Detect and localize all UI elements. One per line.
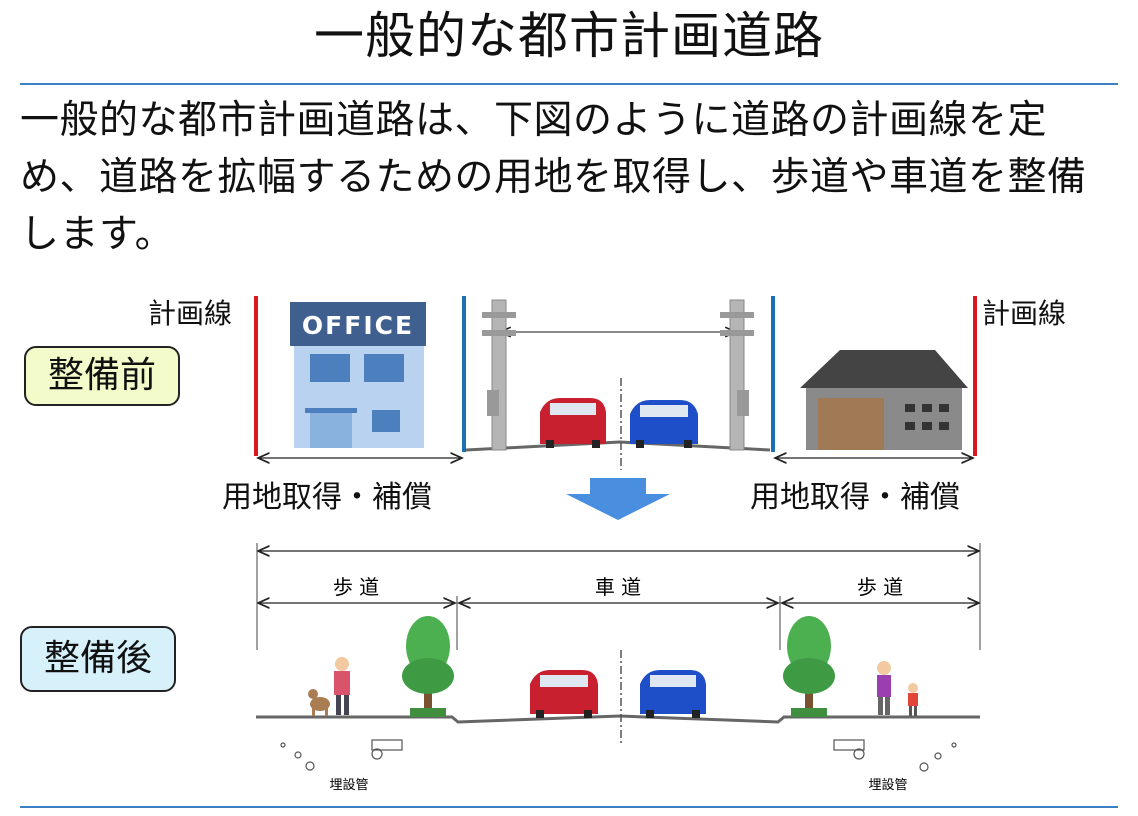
office-sign-text: OFFICE: [302, 311, 414, 340]
plan-line-label-left: 計画線: [148, 297, 233, 330]
street-tree-right: [783, 616, 835, 717]
utility-pole-left: [482, 299, 516, 451]
page-title: 一般的な都市計画道路: [314, 7, 824, 65]
acquisition-label-left: 用地取得・補償: [222, 480, 432, 515]
sidewalk-label-left: 歩 道: [333, 575, 379, 599]
top-divider: [20, 83, 1118, 85]
road-surface-profile: [256, 714, 980, 724]
plan-line-label-right: 計画線: [982, 297, 1067, 330]
office-building-illustration: OFFICE: [290, 302, 426, 448]
red-car-after: [530, 670, 598, 718]
description-text: 一般的な都市計画道路は、下図のように道路の計画線を定め、道路を拡幅するための用地…: [20, 98, 1087, 257]
after-badge: 整備後: [20, 626, 176, 692]
buried-pipes-right: [833, 739, 957, 772]
blue-car-after: [640, 670, 706, 718]
buried-pipe-label-right: 埋設管: [868, 777, 907, 793]
pedestrians-parent-child: [877, 661, 918, 716]
existing-road: [465, 332, 771, 470]
bottom-divider: [20, 806, 1118, 808]
street-tree-left: [402, 616, 454, 717]
blue-car-before: [630, 400, 698, 448]
transition-down-arrow: [566, 478, 670, 520]
before-badge: 整備前: [24, 346, 180, 406]
dimension-extension-lines: [256, 543, 981, 650]
sidewalk-label-right: 歩 道: [857, 575, 903, 599]
roadway-label: 車 道: [595, 575, 641, 599]
acquisition-label-right: 用地取得・補償: [750, 480, 960, 515]
utility-pole-right: [720, 299, 754, 451]
garage-illustration: [800, 350, 968, 450]
red-car-before: [540, 398, 606, 448]
buried-pipes-left: [280, 739, 403, 771]
buried-pipe-label-left: 埋設管: [329, 777, 368, 793]
pedestrian-with-dog: [308, 657, 350, 716]
